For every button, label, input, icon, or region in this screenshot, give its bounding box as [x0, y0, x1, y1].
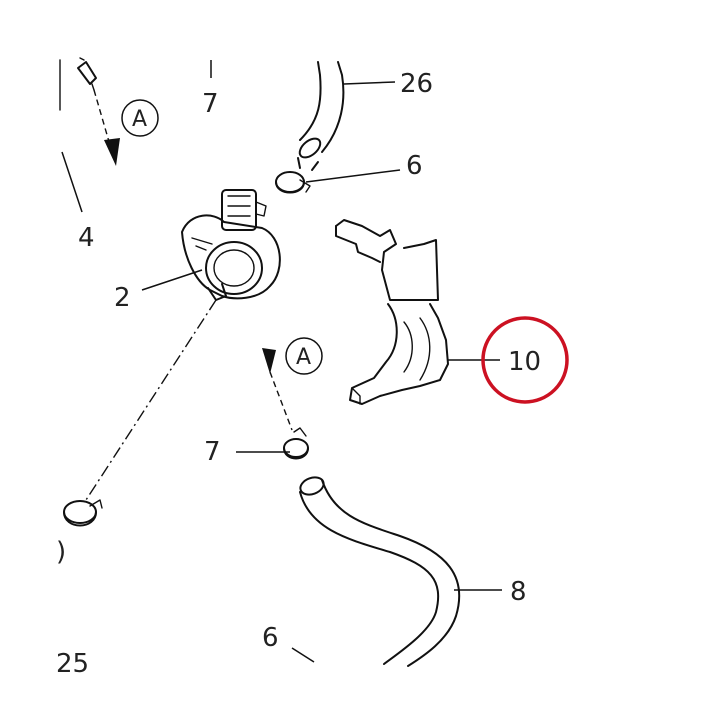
highlight-circle-10	[481, 316, 569, 404]
callout-4[interactable]: 4	[78, 223, 95, 253]
callout-2[interactable]: 2	[114, 283, 131, 313]
clamp-7-mid[interactable]	[283, 427, 309, 460]
callout-7-mid[interactable]: 7	[204, 437, 221, 467]
leader-4	[61, 151, 83, 213]
callout-7-top[interactable]: 7	[202, 89, 219, 119]
reference-a-mid-label: A	[296, 345, 311, 370]
reference-a-top: A	[121, 99, 159, 137]
leader-6-bottom	[291, 647, 315, 663]
leader-26	[343, 81, 396, 85]
leader-2	[141, 269, 203, 291]
clamp-6-top[interactable]	[275, 171, 311, 194]
callout-8[interactable]: 8	[510, 577, 527, 607]
callout-26[interactable]: 26	[400, 69, 433, 99]
hose-26[interactable]	[296, 61, 345, 171]
callout-6-top[interactable]: 6	[406, 151, 423, 181]
arrow-a-top	[104, 138, 120, 166]
flow-line-a-mid	[269, 371, 293, 431]
reference-a-mid: A	[285, 337, 323, 375]
callout-6-bottom[interactable]: 6	[262, 623, 279, 653]
callout-10[interactable]: 10	[508, 347, 541, 377]
purge-valve-2[interactable]	[181, 189, 281, 301]
callout-25-partial[interactable]: 25	[56, 649, 89, 679]
leader-6-top	[305, 169, 401, 183]
bracket-10[interactable]	[335, 219, 449, 405]
hose-8[interactable]	[298, 474, 461, 667]
arrow-a-mid	[262, 348, 276, 374]
fitting-top-left[interactable]	[77, 57, 97, 91]
clamp-lower-left[interactable]	[63, 499, 103, 527]
callout-left-partial: )	[56, 537, 66, 567]
routing-line-valve	[85, 299, 217, 501]
reference-a-top-label: A	[132, 107, 147, 132]
